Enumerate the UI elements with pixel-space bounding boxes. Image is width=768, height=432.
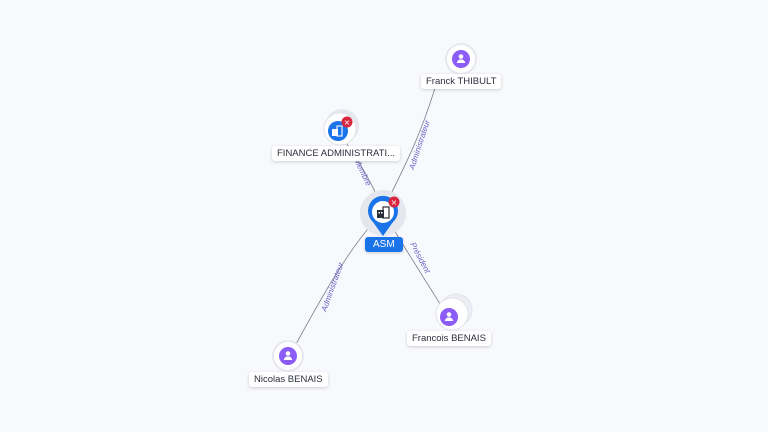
finance-alert-badge (341, 116, 353, 128)
edge-label-nicolas: Administrateur (319, 261, 346, 314)
edge-label-finance: Membre (352, 157, 373, 188)
node-label-francois[interactable]: Francois BENAIS (407, 331, 491, 346)
svg-text:×: × (391, 198, 398, 207)
person-icon (283, 351, 293, 360)
node-label-nicolas[interactable]: Nicolas BENAIS (249, 372, 328, 387)
node-francois[interactable] (440, 308, 458, 326)
svg-text:×: × (344, 118, 351, 127)
center-alert-badge (388, 196, 400, 208)
building-icon (377, 206, 390, 219)
edge-label-franck: Administrateur (407, 118, 432, 171)
person-icon (456, 54, 466, 63)
node-label-franck[interactable]: Franck THIBULT (421, 74, 502, 89)
person-icon (444, 312, 454, 321)
building-icon (332, 125, 343, 137)
edge-franck (382, 77, 439, 211)
node-label-finance[interactable]: FINANCE ADMINISTRATI... (272, 146, 401, 161)
center-label[interactable]: ASM (365, 237, 403, 252)
